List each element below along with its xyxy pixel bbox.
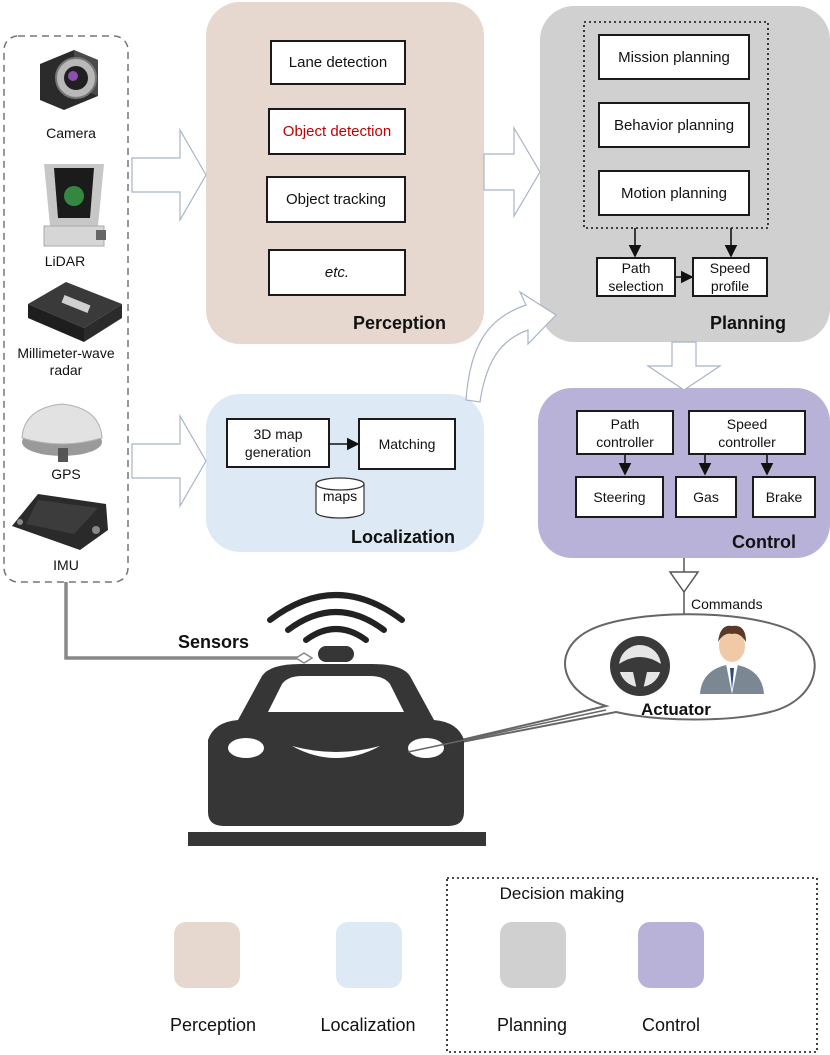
steering-wheel-icon	[610, 636, 670, 696]
sensors-container	[3, 35, 129, 583]
speed-profile-box: Speed profile	[692, 257, 768, 297]
gas-box: Gas	[675, 476, 737, 518]
radar-icon	[28, 282, 122, 342]
planning-title: Planning	[710, 313, 786, 333]
sensor-label-imu: IMU	[53, 557, 79, 573]
maps-label: maps	[322, 488, 358, 504]
matching-box: Matching	[358, 418, 456, 470]
commands-label: Commands	[691, 596, 763, 612]
planning-dotted-group	[583, 21, 769, 229]
brake-box: Brake	[752, 476, 816, 518]
car-icon	[188, 646, 486, 846]
planning-to-control-arrow	[646, 341, 722, 391]
motion-planning-box: Motion planning	[598, 170, 750, 216]
wireless-signal-icon	[267, 592, 405, 643]
legend-swatch-localization	[336, 922, 402, 988]
behavior-planning-box: Behavior planning	[598, 102, 750, 148]
driver-person-icon	[700, 625, 764, 694]
perception-to-planning-arrow	[483, 125, 541, 219]
sensor-label-lidar: LiDAR	[44, 253, 86, 269]
sensor-label-gps: GPS	[51, 466, 81, 482]
sensor-label-camera: Camera	[46, 125, 96, 141]
speed-controller-box: Speed controller	[688, 410, 806, 455]
object-tracking-box: Object tracking	[266, 176, 406, 223]
etc-box: etc.	[268, 249, 406, 296]
commands-arrow	[668, 571, 700, 594]
sensor-to-perception-arrow	[131, 127, 207, 223]
localization-title: Localization	[351, 527, 456, 547]
control-title: Control	[732, 532, 796, 552]
sensor-to-localization-arrow	[131, 413, 207, 509]
lidar-icon	[43, 164, 106, 247]
lane-detection-box: Lane detection	[270, 40, 406, 85]
legend-label-planning: Planning	[496, 1015, 568, 1035]
imu-icon	[12, 494, 108, 550]
legend-swatch-control	[638, 922, 704, 988]
legend-swatch-perception	[174, 922, 240, 988]
decision-making-title: Decision making	[499, 884, 625, 903]
localization-to-planning-arrow	[465, 290, 557, 403]
sensor-label-radar: Millimeter-wave radar	[17, 345, 115, 378]
object-detection-box: Object detection	[268, 108, 406, 155]
sensor-cable	[64, 582, 300, 660]
path-selection-box: Path selection	[596, 257, 676, 297]
perception-title: Perception	[353, 313, 447, 333]
gps-icon	[21, 403, 103, 462]
camera-icon	[40, 50, 98, 110]
path-controller-box: Path controller	[576, 410, 674, 455]
actuator-label: Actuator	[641, 700, 711, 719]
map-generation-box: 3D map generation	[226, 418, 330, 468]
legend-swatch-planning	[500, 922, 566, 988]
actuator-bubble	[409, 613, 816, 753]
mission-planning-box: Mission planning	[598, 34, 750, 80]
decision-making-group	[446, 877, 818, 1053]
steering-box: Steering	[575, 476, 664, 518]
sensors-title: Sensors	[178, 632, 250, 652]
legend-label-perception: Perception	[169, 1015, 257, 1035]
legend-label-localization: Localization	[320, 1015, 416, 1035]
legend-label-control: Control	[641, 1015, 701, 1035]
maps-database-icon	[315, 477, 365, 519]
